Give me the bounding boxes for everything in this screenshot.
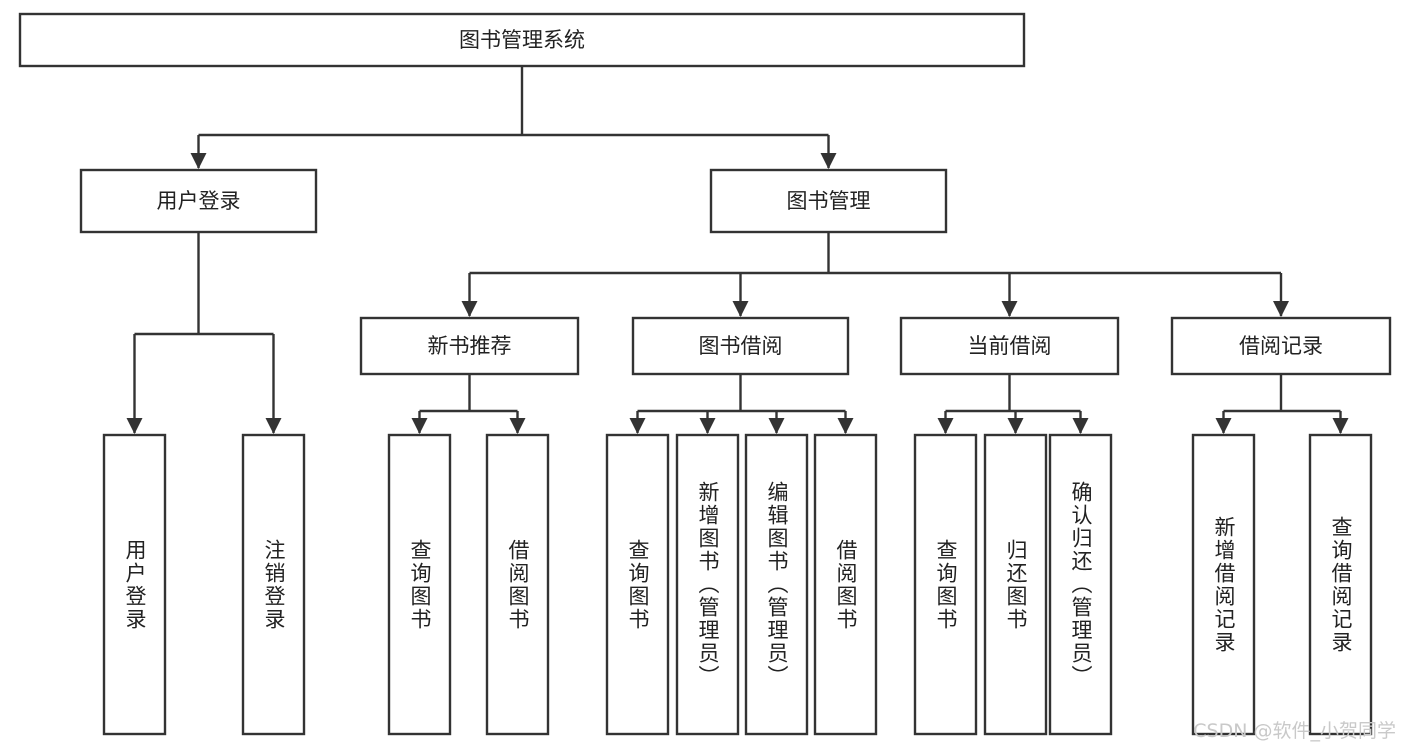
arrow-head-icon (265, 418, 282, 434)
leaf-node-0-用户登录-label-wrap: 用户登录 (123, 538, 147, 631)
level3-node-借阅记录[interactable]: 借阅记录 (1170, 316, 1392, 376)
level3-node-新书推荐[interactable]: 新书推荐 (359, 316, 580, 376)
leaf-node-10-确认归还（管理员）-label: 确认归还（管理员） (1069, 481, 1093, 688)
leaf-node-12-查询借阅记录-label: 查询借阅记录 (1329, 515, 1353, 654)
leaf-node-12-查询借阅记录-label-wrap: 查询借阅记录 (1329, 515, 1353, 654)
leaf-node-6-编辑图书（管理员）[interactable]: 编辑图书（管理员） (744, 433, 809, 736)
level3-node-图书借阅-label: 图书借阅 (699, 334, 783, 358)
arrow-head-icon (126, 418, 143, 434)
arrow-head-icon (820, 153, 837, 169)
level2-node-用户登录[interactable]: 用户登录 (79, 168, 318, 234)
arrow-head-icon (1273, 301, 1289, 317)
leaf-node-6-编辑图书（管理员）-label: 编辑图书（管理员） (765, 481, 789, 688)
level2-node-图书管理[interactable]: 图书管理 (709, 168, 948, 234)
arrow-head-icon (190, 153, 207, 169)
arrow-head-icon (1332, 418, 1349, 434)
leaf-node-9-归还图书-label-wrap: 归还图书 (1004, 538, 1028, 631)
arrow-head-icon (1215, 418, 1232, 434)
level2-node-用户登录-label: 用户登录 (157, 189, 241, 213)
leaf-node-2-查询图书[interactable]: 查询图书 (387, 433, 452, 736)
leaf-node-3-借阅图书-label: 借阅图书 (506, 538, 530, 631)
level3-node-当前借阅-box[interactable] (899, 316, 1120, 376)
arrow-head-icon (837, 418, 854, 434)
arrow-head-icon (1007, 418, 1024, 434)
leaf-node-3-借阅图书[interactable]: 借阅图书 (485, 433, 550, 736)
leaf-node-0-用户登录[interactable]: 用户登录 (102, 433, 167, 736)
arrow-head-icon (1072, 418, 1089, 434)
leaf-node-8-查询图书-label: 查询图书 (934, 538, 958, 631)
leaf-node-3-借阅图书-label-wrap: 借阅图书 (506, 538, 530, 631)
arrow-head-icon (411, 418, 428, 434)
level2-node-用户登录-box[interactable] (79, 168, 318, 234)
leaf-node-11-新增借阅记录-label: 新增借阅记录 (1212, 515, 1236, 654)
watermark: CSDN @软件_小贺同学 (1193, 720, 1396, 742)
leaf-node-4-查询图书-box[interactable] (605, 433, 670, 736)
leaf-node-4-查询图书[interactable]: 查询图书 (605, 433, 670, 736)
leaf-node-4-查询图书-label-wrap: 查询图书 (626, 538, 650, 631)
arrow-head-icon (768, 418, 785, 434)
root-node-图书管理系统-box[interactable] (18, 12, 1026, 68)
leaf-node-7-借阅图书-label: 借阅图书 (834, 538, 858, 631)
connector-layer (126, 66, 1349, 434)
leaf-node-6-编辑图书（管理员）-label-wrap: 编辑图书（管理员） (765, 481, 789, 688)
root-node-图书管理系统[interactable]: 图书管理系统 (18, 12, 1026, 68)
leaf-node-0-用户登录-box[interactable] (102, 433, 167, 736)
leaf-node-5-新增图书（管理员）[interactable]: 新增图书（管理员） (675, 433, 740, 736)
leaf-node-5-新增图书（管理员）-label-wrap: 新增图书（管理员） (696, 481, 720, 688)
leaf-node-7-借阅图书[interactable]: 借阅图书 (813, 433, 878, 736)
leaf-node-10-确认归还（管理员）-box[interactable] (1048, 433, 1113, 736)
leaf-node-7-借阅图书-label-wrap: 借阅图书 (834, 538, 858, 631)
leaf-node-1-注销登录-label-wrap: 注销登录 (262, 538, 286, 631)
arrow-head-icon (1001, 301, 1018, 317)
leaf-node-11-新增借阅记录[interactable]: 新增借阅记录 (1191, 433, 1256, 736)
leaf-node-3-借阅图书-box[interactable] (485, 433, 550, 736)
arrow-head-icon (937, 418, 954, 434)
arrow-head-icon (461, 301, 478, 317)
leaf-node-11-新增借阅记录-box[interactable] (1191, 433, 1256, 736)
leaf-node-2-查询图书-box[interactable] (387, 433, 452, 736)
leaf-node-1-注销登录-box[interactable] (241, 433, 306, 736)
leaf-node-8-查询图书-label-wrap: 查询图书 (934, 538, 958, 631)
leaf-node-5-新增图书（管理员）-box[interactable] (675, 433, 740, 736)
leaf-node-4-查询图书-label: 查询图书 (626, 538, 650, 631)
leaf-node-5-新增图书（管理员）-label: 新增图书（管理员） (696, 481, 720, 688)
leaf-node-1-注销登录-label: 注销登录 (262, 538, 286, 631)
level2-node-图书管理-box[interactable] (709, 168, 948, 234)
leaf-node-8-查询图书-box[interactable] (913, 433, 978, 736)
leaf-node-8-查询图书[interactable]: 查询图书 (913, 433, 978, 736)
leaf-node-9-归还图书-label: 归还图书 (1004, 538, 1028, 631)
leaf-node-2-查询图书-label: 查询图书 (408, 538, 432, 631)
leaf-node-0-用户登录-label: 用户登录 (123, 538, 147, 631)
leaf-node-10-确认归还（管理员）-label-wrap: 确认归还（管理员） (1069, 481, 1093, 688)
level3-node-当前借阅[interactable]: 当前借阅 (899, 316, 1120, 376)
leaf-node-2-查询图书-label-wrap: 查询图书 (408, 538, 432, 631)
root-node-图书管理系统-label: 图书管理系统 (459, 28, 585, 52)
arrow-head-icon (732, 301, 749, 317)
level3-node-借阅记录-label: 借阅记录 (1239, 334, 1323, 358)
arrow-head-icon (509, 418, 526, 434)
leaf-node-1-注销登录[interactable]: 注销登录 (241, 433, 306, 736)
level3-node-借阅记录-box[interactable] (1170, 316, 1392, 376)
leaf-node-11-新增借阅记录-label-wrap: 新增借阅记录 (1212, 515, 1236, 654)
leaf-node-7-借阅图书-box[interactable] (813, 433, 878, 736)
arrow-head-icon (699, 418, 716, 434)
leaf-node-9-归还图书[interactable]: 归还图书 (983, 433, 1048, 736)
level3-node-新书推荐-label: 新书推荐 (428, 334, 512, 358)
level3-node-当前借阅-label: 当前借阅 (968, 334, 1052, 358)
level3-node-图书借阅[interactable]: 图书借阅 (631, 316, 850, 376)
leaf-node-12-查询借阅记录-box[interactable] (1308, 433, 1373, 736)
level3-node-图书借阅-box[interactable] (631, 316, 850, 376)
leaf-node-12-查询借阅记录[interactable]: 查询借阅记录 (1308, 433, 1373, 736)
level2-node-图书管理-label: 图书管理 (787, 189, 871, 213)
leaf-node-10-确认归还（管理员）[interactable]: 确认归还（管理员） (1048, 433, 1113, 736)
node-layer: 图书管理系统用户登录图书管理新书推荐图书借阅当前借阅借阅记录用户登录注销登录查询… (18, 12, 1392, 736)
level3-node-新书推荐-box[interactable] (359, 316, 580, 376)
leaf-node-9-归还图书-box[interactable] (983, 433, 1048, 736)
leaf-node-6-编辑图书（管理员）-box[interactable] (744, 433, 809, 736)
arrow-head-icon (629, 418, 646, 434)
